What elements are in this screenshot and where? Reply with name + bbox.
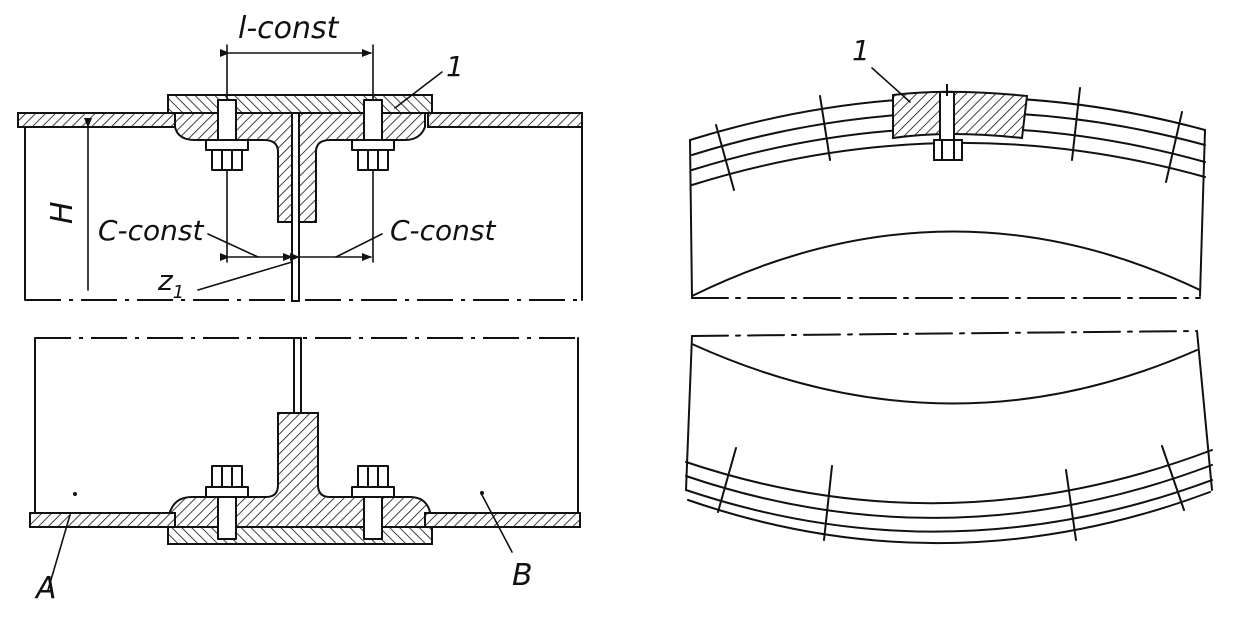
part-1-leader-right xyxy=(871,67,911,103)
z1-main: z xyxy=(157,264,174,297)
right-top-joint xyxy=(892,84,1029,161)
part-1-label-right: 1 xyxy=(852,34,870,67)
h-label: H xyxy=(45,201,80,224)
c-const-label-left: C-const xyxy=(98,214,205,247)
right-bottom-section xyxy=(685,330,1213,545)
c-const-dimension xyxy=(197,169,383,291)
skin-plate-right-top xyxy=(427,112,583,128)
web-top xyxy=(291,112,300,302)
bolt-right-bottom xyxy=(351,465,395,540)
bolt-left-bottom xyxy=(205,465,249,540)
doubler-top xyxy=(167,94,433,114)
left-bottom-frame xyxy=(34,337,579,513)
left-top-section: l-const 1 H C-const C-const z1 xyxy=(17,11,583,303)
bolt-right-top xyxy=(351,99,395,171)
point-a-dot xyxy=(73,492,77,496)
left-bottom-section: A B xyxy=(29,337,582,606)
c-const-label-right: C-const xyxy=(390,214,497,247)
doubler-bottom xyxy=(167,526,433,545)
l-const-label: l-const xyxy=(238,11,340,46)
l-const-dimension xyxy=(220,44,374,101)
stringer-flange-bottom xyxy=(169,412,431,528)
ab-leaders xyxy=(47,494,513,591)
left-top-frame xyxy=(24,127,583,301)
z1-label: z1 xyxy=(157,264,184,303)
part-1-leader-left xyxy=(394,71,443,109)
skin-plate-left-top xyxy=(17,112,179,128)
part-1-label-left: 1 xyxy=(446,50,464,83)
skin-plate-left-bottom xyxy=(29,512,176,528)
z1-subscript: 1 xyxy=(173,282,184,303)
label-b: B xyxy=(512,558,533,593)
label-a: A xyxy=(34,571,57,606)
point-b-dot xyxy=(480,491,484,495)
skin-plate-right-bottom xyxy=(424,512,581,528)
